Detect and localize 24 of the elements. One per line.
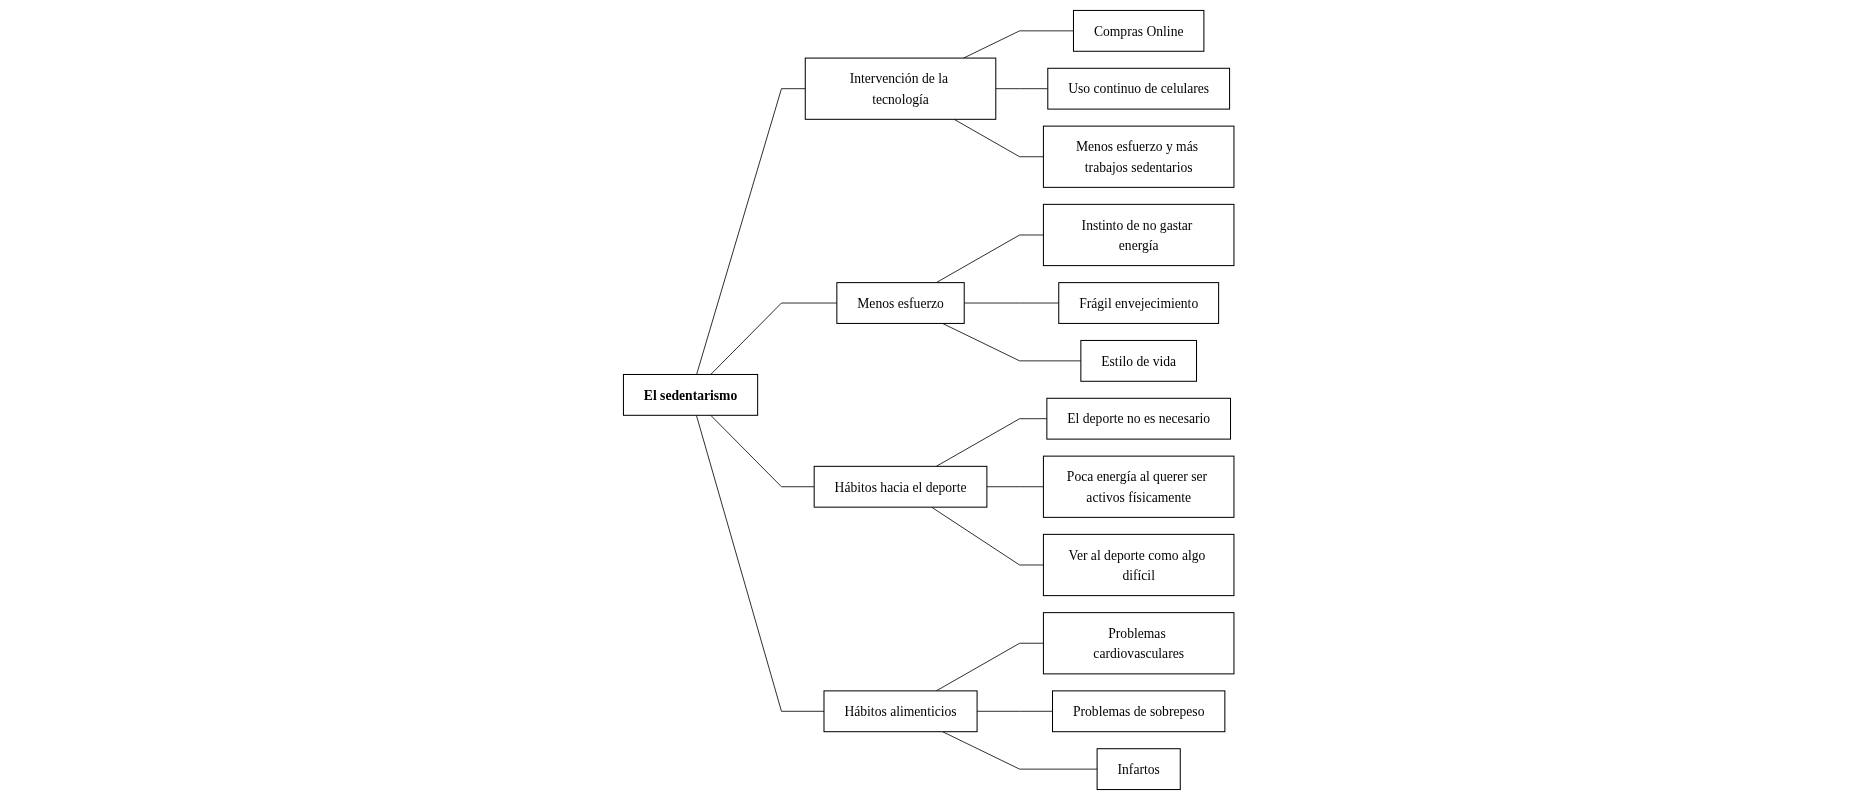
connector [935,234,1044,283]
node-box: Infartos [1096,747,1181,790]
node-box: Problemas cardiovasculares [1042,611,1235,674]
connector [986,485,1044,487]
node-box: Uso continuo de celulares [1047,67,1230,110]
connector [976,710,1053,712]
node-box: Frágil envejecimiento [1058,281,1219,324]
connector [995,87,1048,89]
node-box: Ver al deporte como algo difícil [1042,533,1235,596]
node-box: Menos esfuerzo [836,281,965,324]
node-box: El sedentarismo [622,373,758,416]
node-box: Menos esfuerzo y más trabajos sedentarios [1042,125,1235,188]
connector [931,506,1044,565]
connector [696,87,806,375]
connector [953,118,1044,157]
node-box: Problemas de sobrepeso [1051,689,1226,732]
node-box: Poca energía al querer ser activos físicamente [1042,455,1235,518]
node-box: Instinto de no gastar energía [1042,203,1235,266]
node-box: Hábitos alimenticios [823,689,978,732]
node-box: Estilo de vida [1080,339,1197,382]
node-box: Hábitos hacia el deporte [813,465,988,508]
node-box: Compras Online [1072,9,1205,52]
node-box: El deporte no es necesario [1046,397,1231,440]
node-box: Intervención de la tecnología [804,57,997,120]
